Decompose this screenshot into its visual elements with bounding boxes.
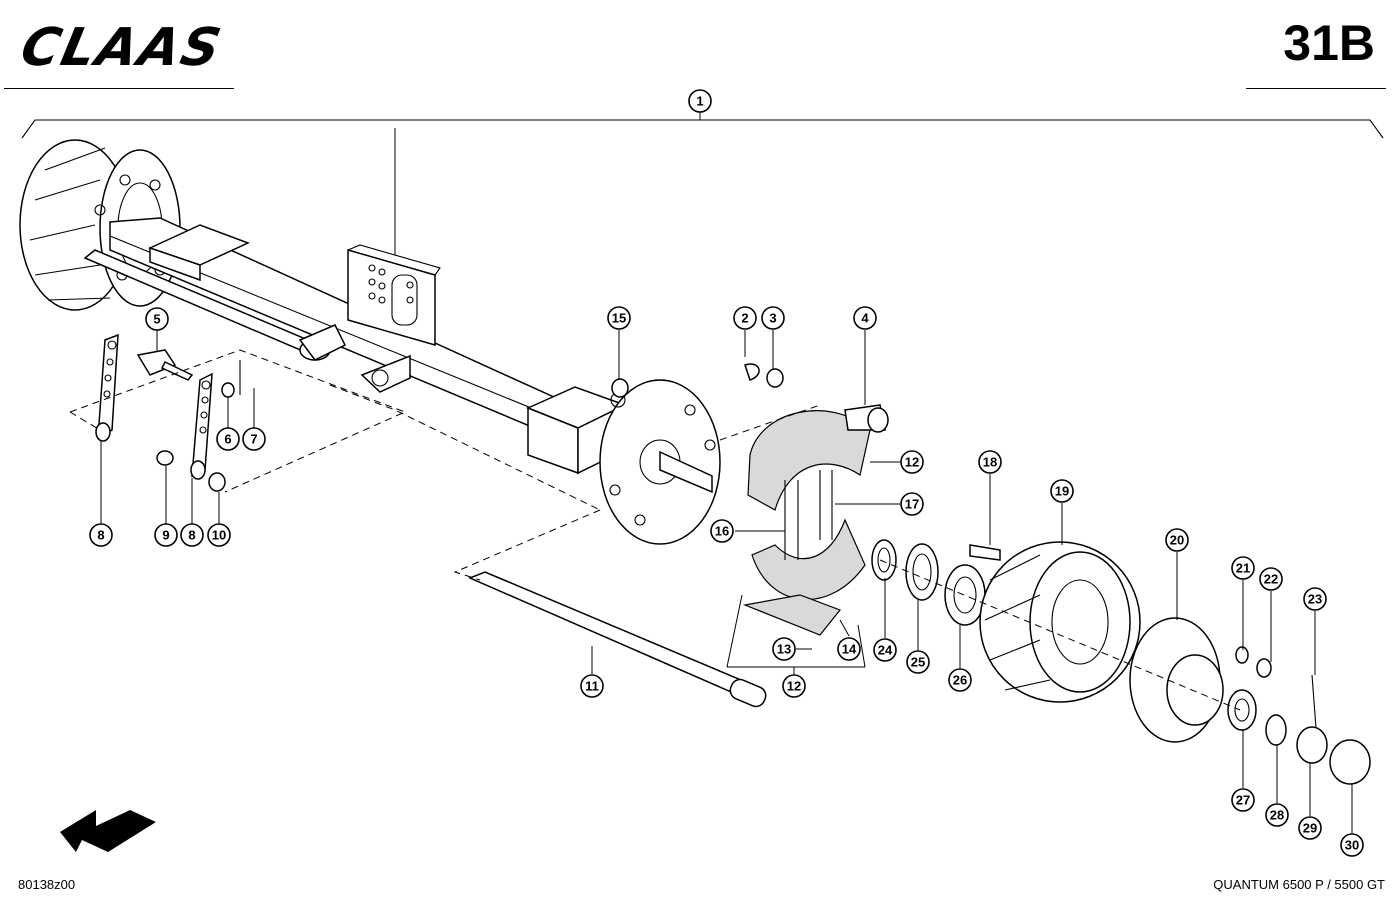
- callout-18: 18: [978, 450, 1002, 474]
- brake-shoes: [742, 410, 871, 636]
- callout-29: 29: [1298, 816, 1322, 840]
- svg-text:23: 23: [1308, 592, 1322, 607]
- callout-17: 17: [900, 492, 924, 516]
- callout-3: 3: [761, 306, 785, 330]
- model-designation: QUANTUM 6500 P / 5500 GT: [1213, 877, 1385, 892]
- callout-13: 13: [772, 637, 796, 661]
- svg-text:13: 13: [777, 642, 791, 657]
- svg-text:9: 9: [162, 528, 169, 543]
- svg-text:1: 1: [696, 94, 703, 109]
- leader-lines: [100, 330, 1353, 833]
- svg-text:26: 26: [953, 673, 967, 688]
- callout-16: 16: [710, 519, 734, 543]
- callout-14: 14: [837, 637, 861, 661]
- callout-30: 30: [1340, 833, 1364, 857]
- svg-text:19: 19: [1055, 484, 1069, 499]
- svg-text:21: 21: [1236, 561, 1250, 576]
- callout-8b: 8: [180, 523, 204, 547]
- callout-21: 21: [1231, 556, 1255, 580]
- hub-assembly: [611, 363, 1371, 785]
- callout-27: 27: [1231, 788, 1255, 812]
- svg-text:14: 14: [842, 642, 857, 657]
- callout-28: 28: [1265, 803, 1289, 827]
- callout-4: 4: [853, 306, 877, 330]
- callout-19: 19: [1050, 479, 1074, 503]
- svg-text:30: 30: [1345, 838, 1359, 853]
- svg-text:17: 17: [905, 497, 919, 512]
- svg-text:5: 5: [153, 312, 160, 327]
- svg-text:12: 12: [905, 455, 919, 470]
- svg-text:28: 28: [1270, 808, 1284, 823]
- callout-22: 22: [1259, 567, 1283, 591]
- svg-text:10: 10: [212, 528, 226, 543]
- svg-text:8: 8: [97, 528, 104, 543]
- callout-11: 11: [580, 674, 604, 698]
- callout-24: 24: [873, 638, 897, 662]
- svg-text:24: 24: [878, 643, 893, 658]
- callout-9: 9: [154, 523, 178, 547]
- svg-text:20: 20: [1170, 533, 1184, 548]
- callouts: 1 2 3 4 5 6 7 8 9 8 10 11 12 12 13 14 15…: [89, 89, 1364, 857]
- assembly-bracket: [21, 112, 1384, 255]
- svg-text:3: 3: [769, 311, 776, 326]
- brake-levers: [95, 333, 241, 492]
- svg-text:22: 22: [1264, 572, 1278, 587]
- svg-text:15: 15: [612, 311, 626, 326]
- svg-text:2: 2: [741, 311, 748, 326]
- brake-cam-shaft: [468, 571, 767, 708]
- svg-text:8: 8: [188, 528, 195, 543]
- callout-2: 2: [733, 306, 757, 330]
- drawing-number: 80138z00: [18, 877, 76, 892]
- forward-arrow-icon: [60, 810, 156, 852]
- header-rule-left: [4, 88, 234, 89]
- header-rule-right: [1246, 88, 1386, 89]
- callout-20: 20: [1165, 528, 1189, 552]
- callout-12a: 12: [900, 450, 924, 474]
- callout-8a: 8: [89, 523, 113, 547]
- svg-text:16: 16: [715, 524, 729, 539]
- callout-15: 15: [607, 306, 631, 330]
- assembly-lines: [69, 349, 1241, 711]
- svg-text:4: 4: [861, 311, 869, 326]
- svg-text:12: 12: [787, 679, 801, 694]
- callout-5: 5: [145, 307, 169, 331]
- callout-26: 26: [948, 668, 972, 692]
- axle-beam: [109, 217, 627, 475]
- svg-text:7: 7: [250, 432, 257, 447]
- svg-text:29: 29: [1303, 821, 1317, 836]
- svg-text:6: 6: [224, 432, 231, 447]
- svg-text:25: 25: [911, 655, 925, 670]
- callout-10: 10: [207, 523, 231, 547]
- callout-12b: 12: [782, 674, 806, 698]
- camshaft-rod: [83, 249, 411, 393]
- svg-text:11: 11: [585, 679, 599, 694]
- brake-anchor-plate: [599, 379, 721, 545]
- callout-7: 7: [242, 427, 266, 451]
- svg-text:27: 27: [1236, 793, 1250, 808]
- callout-25: 25: [906, 650, 930, 674]
- callout-1: 1: [688, 89, 712, 113]
- callout-6: 6: [216, 427, 240, 451]
- callout-23: 23: [1303, 587, 1327, 611]
- svg-text:18: 18: [983, 455, 997, 470]
- page-code: 31B: [1283, 15, 1375, 71]
